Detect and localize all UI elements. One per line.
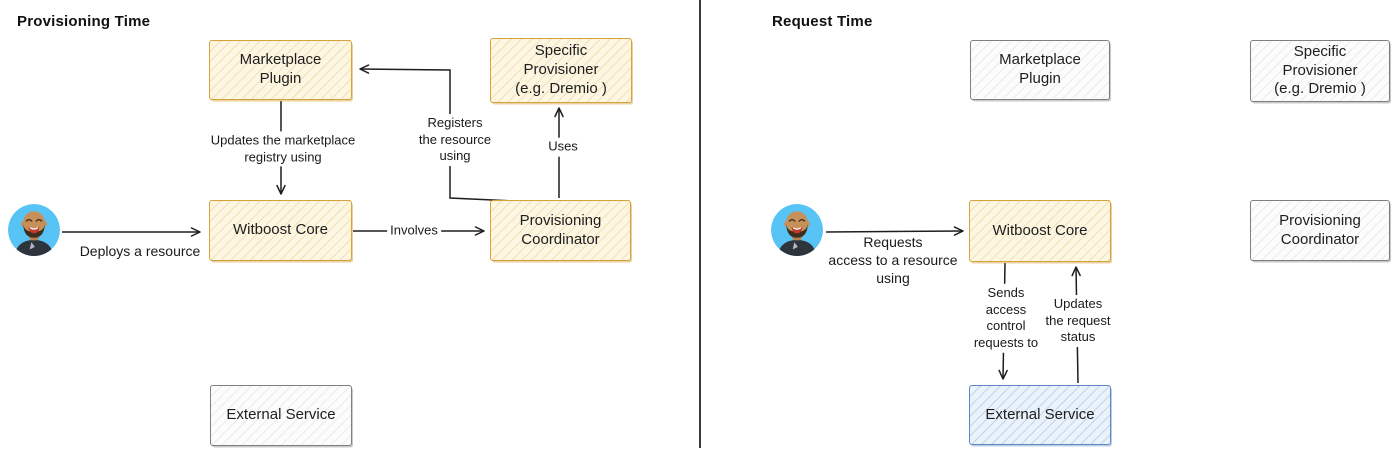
node-label: Provisioning Coordinator (519, 211, 602, 248)
node-specific-provisioner-left: Specific Provisioner (e.g. Dremio ) (490, 38, 632, 103)
edge-label-updates-registry: Updates the marketplace registry using (207, 131, 359, 167)
edge-label-involves: Involves (387, 221, 441, 241)
left-panel-title: Provisioning Time (17, 13, 151, 30)
node-label: Marketplace Plugin (239, 51, 322, 87)
node-witboost-core-left: Witboost Core (209, 200, 352, 261)
node-label: External Service (985, 405, 1095, 423)
node-provisioning-coordinator-right: Provisioning Coordinator (1250, 200, 1390, 261)
avatar-shirt (14, 239, 54, 256)
avatar-beard (786, 222, 808, 238)
node-label: Specific Provisioner (e.g. Dremio ) (515, 42, 607, 97)
node-specific-provisioner-right: Specific Provisioner (e.g. Dremio ) (1250, 40, 1390, 102)
node-witboost-core-right: Witboost Core (969, 200, 1111, 262)
avatar-shirt (777, 239, 817, 256)
node-label: External Service (226, 406, 336, 424)
edge-label-registers: Registers the resource using (415, 114, 495, 166)
node-label: Provisioning Coordinator (1279, 211, 1361, 248)
user-avatar (8, 204, 60, 256)
avatar-beard (23, 222, 45, 238)
edge-label-requests: Requests access to a resource using (828, 234, 958, 286)
edge-label-deploys: Deploys a resource (79, 243, 201, 260)
node-label: Specific Provisioner (e.g. Dremio ) (1274, 42, 1366, 98)
node-label: Witboost Core (232, 221, 329, 239)
node-marketplace-plugin-right: Marketplace Plugin (970, 40, 1110, 100)
node-label: Witboost Core (992, 221, 1088, 239)
node-external-service-right: External Service (969, 385, 1111, 445)
panel-divider (699, 0, 701, 448)
arrow-requests-access (825, 226, 964, 236)
edge-label-updates-status: Updates the request status (1042, 295, 1114, 347)
right-panel-title: Request Time (772, 13, 873, 30)
avatar-head (23, 211, 45, 235)
avatar-head (786, 211, 808, 235)
node-marketplace-plugin-left: Marketplace Plugin (209, 40, 352, 100)
edge-label-uses: Uses (545, 137, 581, 157)
node-label: Marketplace Plugin (999, 51, 1081, 87)
edge-label-sends: Sends access control requests to (970, 283, 1042, 353)
user-avatar (771, 204, 823, 256)
node-provisioning-coordinator-left: Provisioning Coordinator (490, 200, 631, 261)
node-external-service-left: External Service (210, 385, 352, 446)
